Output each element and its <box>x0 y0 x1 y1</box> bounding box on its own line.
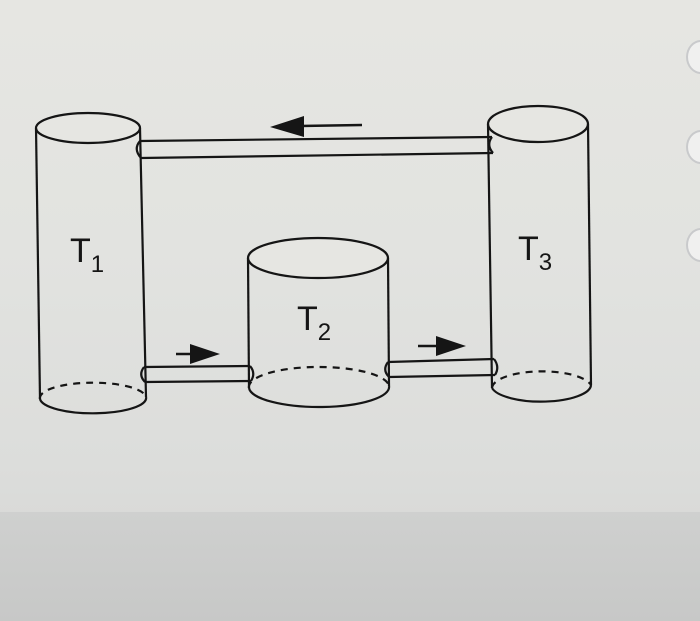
tank-t3-bottom-back <box>490 370 592 389</box>
pipe-right-finish-end <box>493 358 499 376</box>
pipe-top-upper-edge <box>139 135 493 143</box>
tank-t3-right-wall <box>586 123 593 386</box>
tank-t3-bottom-front <box>491 384 593 403</box>
pipe-left-lower-edge <box>144 379 252 384</box>
tank-t3-left-wall <box>486 123 494 389</box>
pipe-left-finish-end <box>249 365 255 382</box>
tank-t2-top <box>246 236 390 280</box>
pipe-top-right-end <box>488 136 494 154</box>
tank-t1-right-wall <box>138 127 148 398</box>
tank-t1-bottom-back <box>38 381 148 400</box>
pipe-right-lower-edge <box>388 373 496 379</box>
arrow-right-t2-t3 <box>418 336 466 356</box>
pipe-t2-to-t3 <box>384 357 499 379</box>
pipe-right-upper-edge <box>387 357 495 364</box>
page-bottom-edge <box>0 512 700 621</box>
tank-t2-label: T2 <box>297 300 331 346</box>
pipe-t1-to-t2 <box>140 364 255 384</box>
pipe-t3-to-t1 <box>135 135 494 160</box>
pipe-top-lower-edge <box>140 151 494 160</box>
arrow-right-t1-t2 <box>176 344 220 364</box>
tank-t1 <box>34 111 148 415</box>
tank-t2-bottom-back <box>247 365 391 389</box>
tank-t1-top <box>34 111 142 145</box>
tank-t2-left-wall <box>246 257 251 389</box>
arrow-left-top <box>270 116 363 137</box>
tank-t2-bottom-front <box>247 385 391 409</box>
tank-t3 <box>486 104 593 403</box>
tank-t3-label: T3 <box>518 230 552 276</box>
tank-t1-label: T1 <box>70 232 104 278</box>
tank-t1-bottom-front <box>38 396 148 415</box>
pipe-right-start-end <box>384 361 390 378</box>
tank-t2-right-wall <box>386 257 391 387</box>
pipe-left-upper-edge <box>143 364 251 369</box>
tank-t3-top <box>486 104 590 144</box>
pipe-left-start-end <box>140 366 146 383</box>
pipe-top-left-end <box>135 140 142 159</box>
tank-t1-left-wall <box>34 127 42 400</box>
